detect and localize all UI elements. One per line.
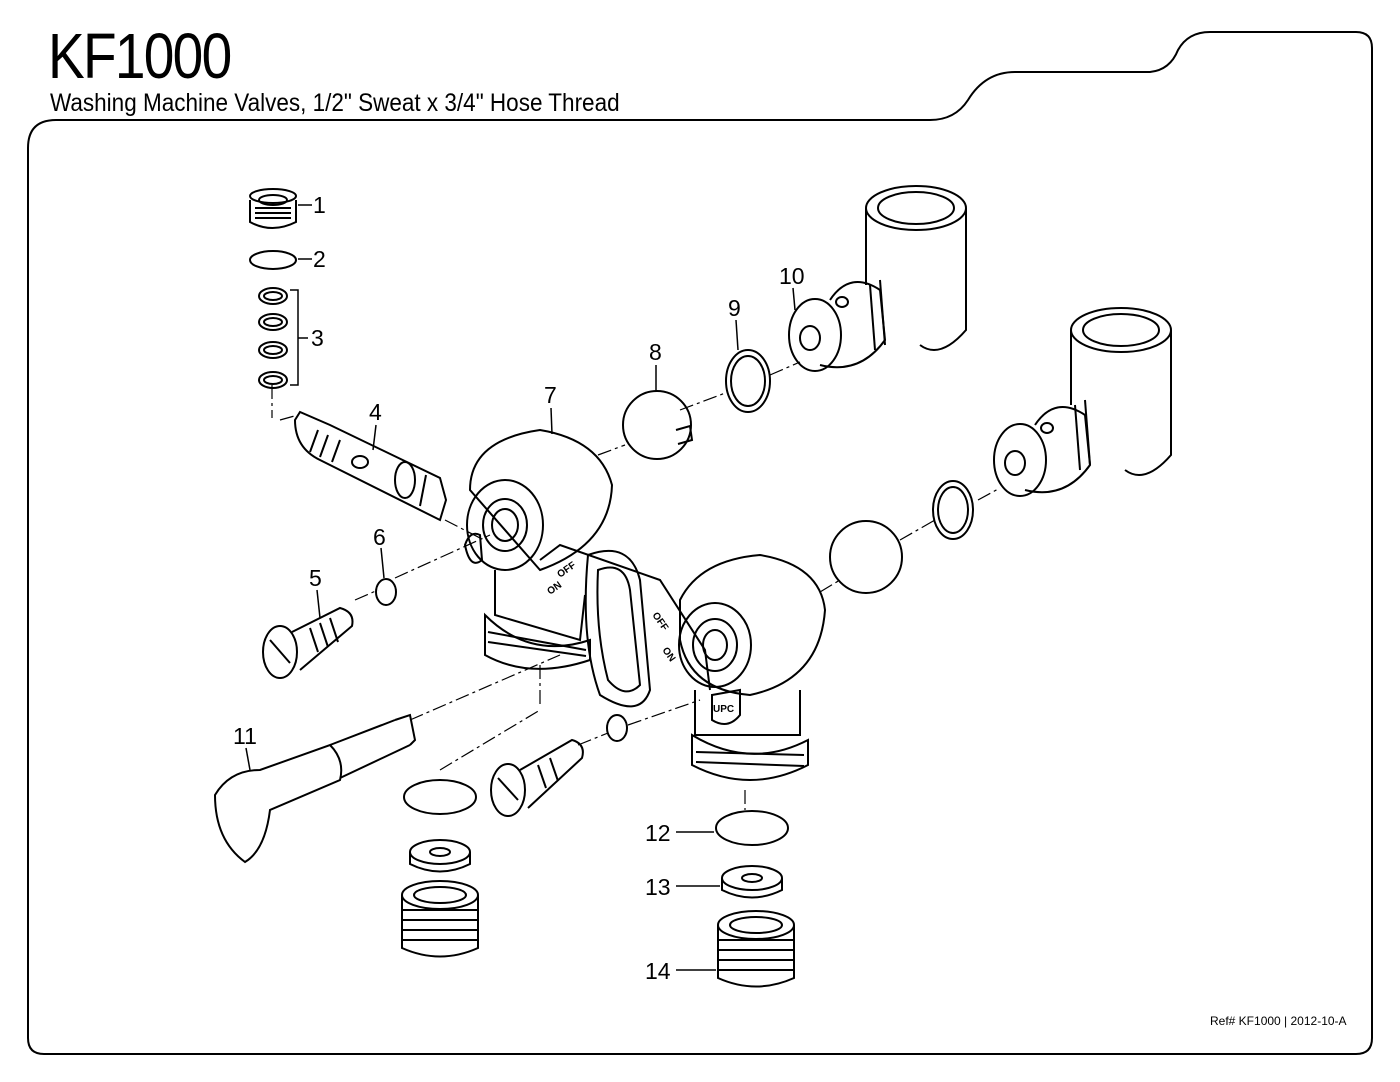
part-8-ball [622,390,694,460]
off-label-second: OFF [650,610,670,633]
ball-second-valve [829,520,903,594]
part-14-hose-adapter [717,910,795,988]
callout-10: 10 [779,263,805,289]
part-1-bonnet-nut [249,188,297,229]
callout-8: 8 [649,339,662,365]
model-title: KF1000 [48,20,232,92]
callout-11: 11 [233,723,257,749]
part-9-seal-ring [725,349,771,413]
callout-7: 7 [544,382,557,408]
cert-label: UPC [713,704,734,715]
part-5-screw [262,606,354,679]
on-label-second: ON [660,645,678,664]
part-13-seat [721,865,783,899]
hose-adapter-left-outlet [401,880,479,958]
on-label: ON [545,580,564,598]
washer-left-outlet [403,779,477,815]
seal-ring-second-valve [932,480,974,540]
part-6-washer [375,578,397,606]
callout-13: 13 [645,874,671,900]
callout-5: 5 [309,565,322,591]
callout-4: 4 [369,399,382,425]
assembly-axis-lines [271,361,1001,810]
callout-9: 9 [728,295,741,321]
callout-12: 12 [645,820,671,846]
part-10-sweat-elbow [788,185,967,372]
washer-second-valve [606,714,628,742]
part-4-stem [293,410,448,522]
callout-1: 1 [313,192,326,218]
part-11-handle [213,713,417,864]
screw-second-valve [490,738,584,817]
callout-6: 6 [373,524,386,550]
seat-left-outlet [409,839,471,873]
callout-14: 14 [645,958,671,984]
reference-code: Ref# KF1000 | 2012-10-A [1210,1014,1347,1028]
callout-numbers: 1 2 3 4 5 6 7 8 9 10 11 12 13 14 [233,192,805,984]
part-12-washer [715,810,789,846]
part-3-o-rings [258,287,308,389]
diagram-frame [27,31,1373,1055]
sweat-elbow-second-valve [993,307,1172,497]
callout-3: 3 [311,325,324,351]
callout-leaders [245,204,796,971]
model-description: Washing Machine Valves, 1/2" Sweat x 3/4… [50,89,620,117]
callout-2: 2 [313,246,326,272]
part-2-washer [249,250,297,270]
part-7-valve-body [463,428,827,781]
